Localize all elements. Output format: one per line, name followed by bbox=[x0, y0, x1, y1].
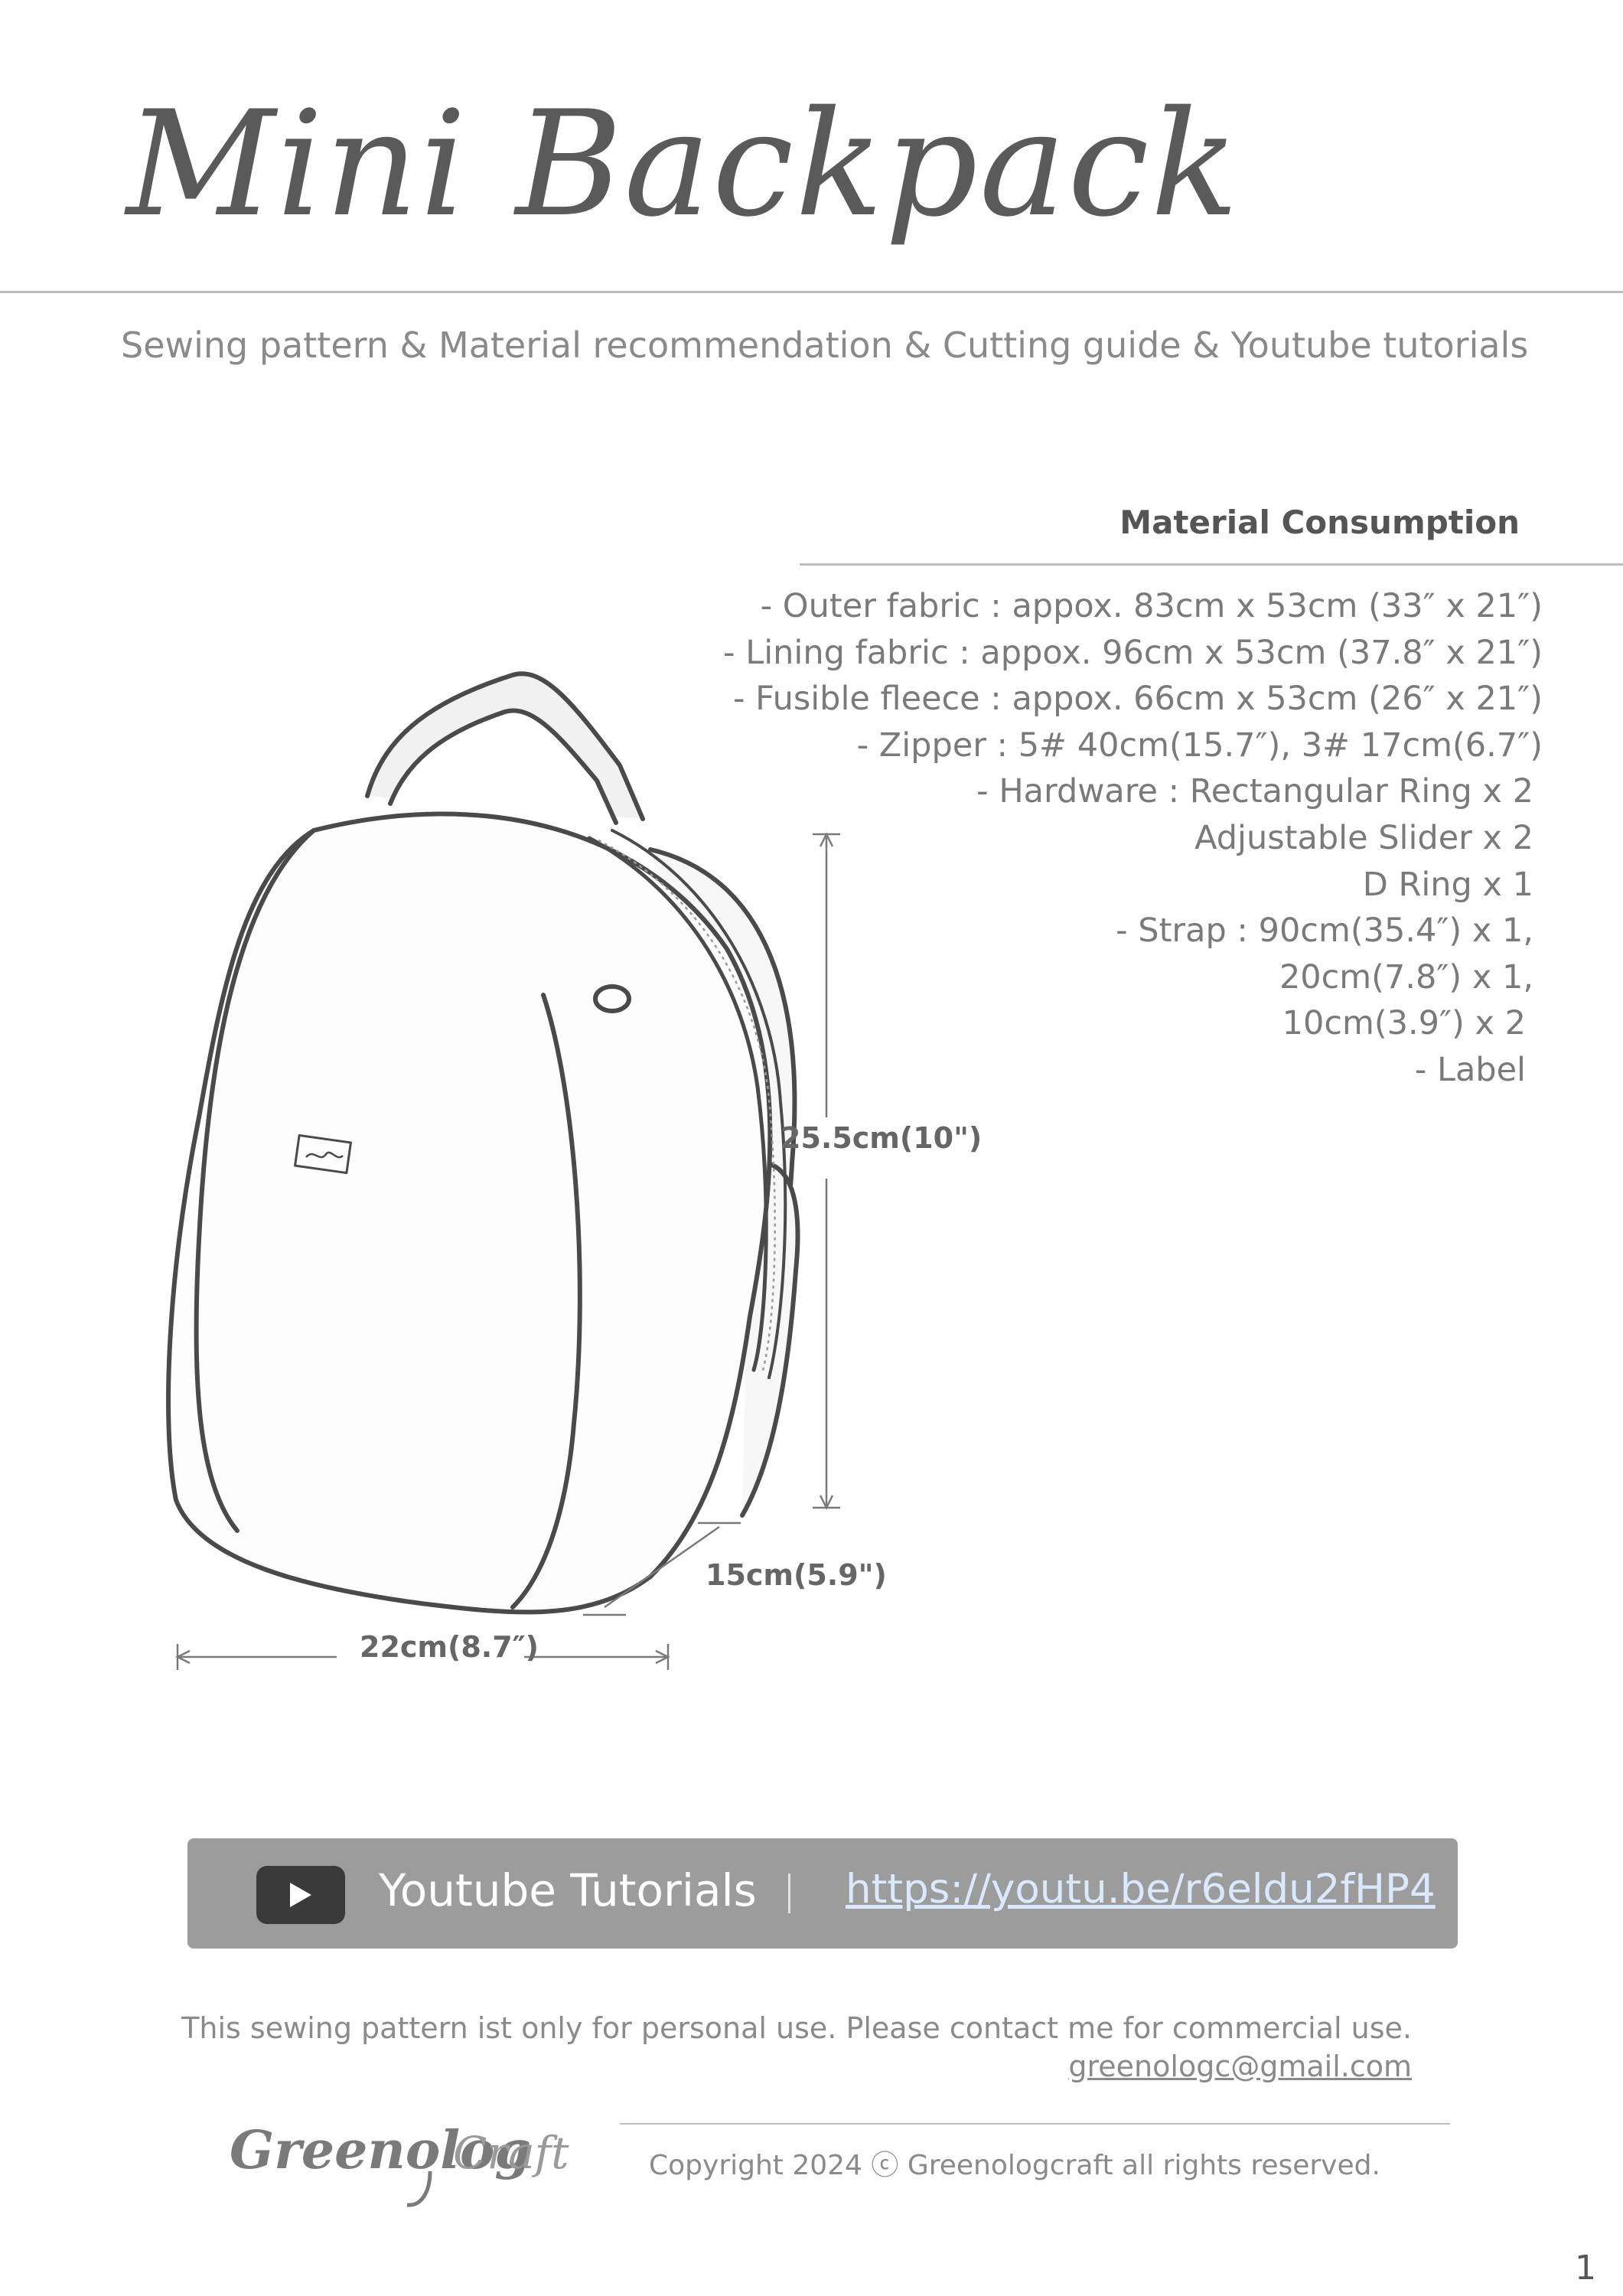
footer-divider bbox=[620, 2123, 1450, 2125]
youtube-play-icon[interactable] bbox=[256, 1866, 345, 1924]
contact-email-link[interactable]: greenologc@gmail.com bbox=[1068, 2050, 1412, 2083]
title-divider bbox=[0, 291, 1623, 293]
material-item: - Fusible fleece : appox. 66cm x 53cm (2… bbox=[733, 680, 1543, 719]
material-item: D Ring x 1 bbox=[1362, 865, 1533, 904]
copyright-text: Copyright 2024 ⓒ Greenologcraft all righ… bbox=[649, 2150, 1380, 2181]
height-dimension-label: 25.5cm(10") bbox=[781, 1121, 983, 1155]
youtube-tutorial-bar: Youtube Tutorials https://youtu.be/r6eld… bbox=[187, 1838, 1458, 1949]
youtube-tutorials-label: Youtube Tutorials bbox=[379, 1864, 757, 1916]
depth-dimension-label: 15cm(5.9") bbox=[706, 1558, 887, 1592]
page-subtitle: Sewing pattern & Material recommendation… bbox=[121, 325, 1529, 366]
material-item: - Outer fabric : appox. 83cm x 53cm (33″… bbox=[760, 587, 1543, 625]
svg-text:Craft: Craft bbox=[453, 2127, 569, 2179]
backpack-illustration bbox=[166, 671, 840, 1670]
material-divider bbox=[800, 563, 1623, 566]
page-number: 1 bbox=[1575, 2249, 1596, 2288]
width-dimension-label: 22cm(8.7″) bbox=[360, 1630, 539, 1664]
material-item: - Hardware : Rectangular Ring x 2 bbox=[976, 772, 1533, 811]
usage-notice: This sewing pattern ist only for persona… bbox=[181, 2011, 1412, 2045]
svg-text:Greenolog: Greenolog bbox=[230, 2120, 531, 2181]
material-list: - Outer fabric : appox. 83cm x 53cm (33″… bbox=[723, 583, 1543, 1094]
material-item: - Strap : 90cm(35.4″) x 1, bbox=[1116, 912, 1533, 951]
material-item: - Label bbox=[1414, 1050, 1526, 1089]
material-item: Adjustable Slider x 2 bbox=[1194, 818, 1533, 857]
youtube-link[interactable]: https://youtu.be/r6eldu2fHP4 bbox=[846, 1866, 1436, 1913]
material-item: - Lining fabric : appox. 96cm x 53cm (37… bbox=[723, 633, 1543, 672]
material-consumption-heading: Material Consumption bbox=[1119, 504, 1520, 541]
greenologcraft-logo: Greenolog Craft bbox=[230, 2120, 569, 2207]
material-item: 20cm(7.8″) x 1, bbox=[1279, 957, 1533, 996]
material-item: 10cm(3.9″) x 2 bbox=[1282, 1004, 1526, 1043]
page-title: Mini Backpack bbox=[126, 80, 1240, 249]
material-item: - Zipper : 5# 40cm(15.7″), 3# 17cm(6.7″) bbox=[856, 726, 1543, 765]
youtube-separator bbox=[788, 1874, 790, 1913]
